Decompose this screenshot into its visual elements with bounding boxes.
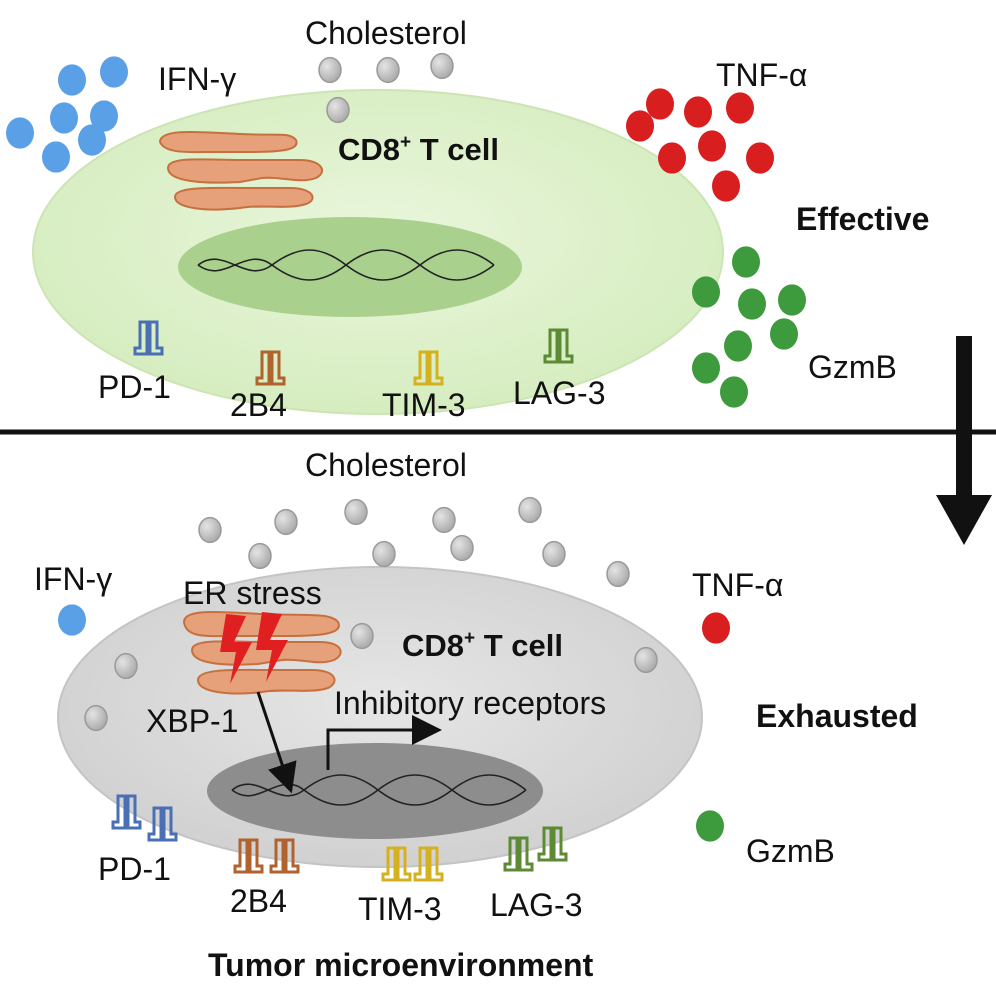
cholesterol-molecule bbox=[634, 646, 658, 674]
effective-ifng-label: IFN-γ bbox=[158, 61, 236, 97]
exhausted-pd1-label: PD-1 bbox=[98, 851, 171, 887]
exhausted-state-label: Exhausted bbox=[756, 698, 918, 734]
exhausted-cell-label: CD8+ T cell bbox=[402, 628, 563, 663]
gzmb-molecule bbox=[696, 810, 724, 842]
tnfa-molecule bbox=[658, 142, 686, 174]
ifng-molecule bbox=[58, 64, 86, 96]
lag3-receptor bbox=[537, 826, 568, 862]
lag3-receptor bbox=[543, 328, 574, 364]
tnfa-molecule bbox=[712, 170, 740, 202]
exhausted-tnfa-label: TNF-α bbox=[692, 567, 783, 603]
ifng-molecule bbox=[42, 141, 70, 173]
cholesterol-molecule bbox=[606, 560, 630, 588]
cholesterol-molecule bbox=[326, 96, 350, 124]
effective-state-label: Effective bbox=[796, 201, 929, 237]
receptor-group bbox=[111, 320, 574, 882]
tim3-receptor bbox=[413, 350, 444, 386]
gzmb-molecule bbox=[770, 318, 798, 350]
ifng-molecule bbox=[90, 100, 118, 132]
exhausted-cholesterol-label: Cholesterol bbox=[305, 447, 467, 483]
tumor-microenvironment-label: Tumor microenvironment bbox=[208, 947, 594, 983]
exhausted-tim3-label: TIM-3 bbox=[358, 891, 442, 927]
cholesterol-molecule bbox=[450, 534, 474, 562]
tnfa-molecule bbox=[626, 110, 654, 142]
pd1-receptor bbox=[147, 806, 178, 842]
exhausted-nucleus bbox=[207, 743, 543, 839]
ifng-molecule bbox=[78, 124, 106, 156]
promoter-arrow bbox=[326, 715, 442, 770]
exhausted-lag3-label: LAG-3 bbox=[490, 887, 582, 923]
ifng-molecule bbox=[50, 102, 78, 134]
tnfa-molecule bbox=[702, 612, 730, 644]
effective-cell-label: CD8+ T cell bbox=[338, 132, 499, 167]
cholesterol-molecule bbox=[372, 540, 396, 568]
cholesterol-molecule bbox=[318, 56, 342, 84]
er-stress-label: ER stress bbox=[183, 575, 322, 611]
exhausted-2b4-label: 2B4 bbox=[230, 883, 287, 919]
cholesterol-molecule bbox=[430, 52, 454, 80]
cholesterol-molecule bbox=[114, 652, 138, 680]
molecule-dots bbox=[6, 52, 806, 842]
exhausted-gzmb-label: GzmB bbox=[746, 833, 835, 869]
effective-tnfa-label: TNF-α bbox=[716, 57, 807, 93]
xbp1-label: XBP-1 bbox=[146, 703, 238, 739]
effective-tim3-label: TIM-3 bbox=[382, 387, 466, 423]
pd1-receptor bbox=[133, 320, 164, 356]
tnfa-molecule bbox=[746, 142, 774, 174]
tnfa-molecule bbox=[646, 88, 674, 120]
effective-er-icon bbox=[158, 130, 324, 211]
b24-receptor bbox=[233, 838, 264, 874]
gzmb-molecule bbox=[720, 376, 748, 408]
tim3-receptor bbox=[413, 846, 444, 882]
gzmb-molecule bbox=[732, 246, 760, 278]
gzmb-molecule bbox=[724, 330, 752, 362]
transition-arrow bbox=[936, 336, 992, 545]
b24-receptor bbox=[269, 838, 300, 874]
exhausted-panel bbox=[57, 566, 703, 868]
exhausted-ifng-label: IFN-γ bbox=[34, 561, 112, 597]
tim3-receptor bbox=[381, 846, 412, 882]
gzmb-molecule bbox=[738, 288, 766, 320]
cholesterol-molecule bbox=[376, 56, 400, 84]
cholesterol-molecule bbox=[274, 508, 298, 536]
inhibitory-receptors-label: Inhibitory receptors bbox=[334, 685, 606, 721]
tnfa-molecule bbox=[698, 130, 726, 162]
effective-dna-helix bbox=[197, 249, 495, 281]
tnfa-molecule bbox=[726, 92, 754, 124]
cholesterol-molecule bbox=[248, 542, 272, 570]
ifng-molecule bbox=[100, 56, 128, 88]
gzmb-molecule bbox=[778, 284, 806, 316]
b24-receptor bbox=[255, 350, 286, 386]
tnfa-molecule bbox=[684, 96, 712, 128]
cholesterol-molecule bbox=[350, 622, 374, 650]
effective-2b4-label: 2B4 bbox=[230, 387, 287, 423]
effective-pd1-label: PD-1 bbox=[98, 369, 171, 405]
gzmb-molecule bbox=[692, 276, 720, 308]
cholesterol-molecule bbox=[198, 516, 222, 544]
lag3-receptor bbox=[503, 836, 534, 872]
cholesterol-molecule bbox=[542, 540, 566, 568]
xbp1-arrow bbox=[256, 691, 297, 794]
lightning-icon bbox=[220, 612, 288, 684]
cholesterol-molecule bbox=[432, 506, 456, 534]
effective-lag3-label: LAG-3 bbox=[513, 375, 605, 411]
ifng-molecule bbox=[58, 604, 86, 636]
ifng-molecule bbox=[6, 117, 34, 149]
effective-cholesterol-label: Cholesterol bbox=[305, 15, 467, 51]
cholesterol-molecule bbox=[518, 496, 542, 524]
cholesterol-molecule bbox=[84, 704, 108, 732]
cholesterol-molecule bbox=[344, 498, 368, 526]
gzmb-molecule bbox=[692, 352, 720, 384]
pd1-receptor bbox=[111, 794, 142, 830]
effective-gzmb-label: GzmB bbox=[808, 349, 897, 385]
